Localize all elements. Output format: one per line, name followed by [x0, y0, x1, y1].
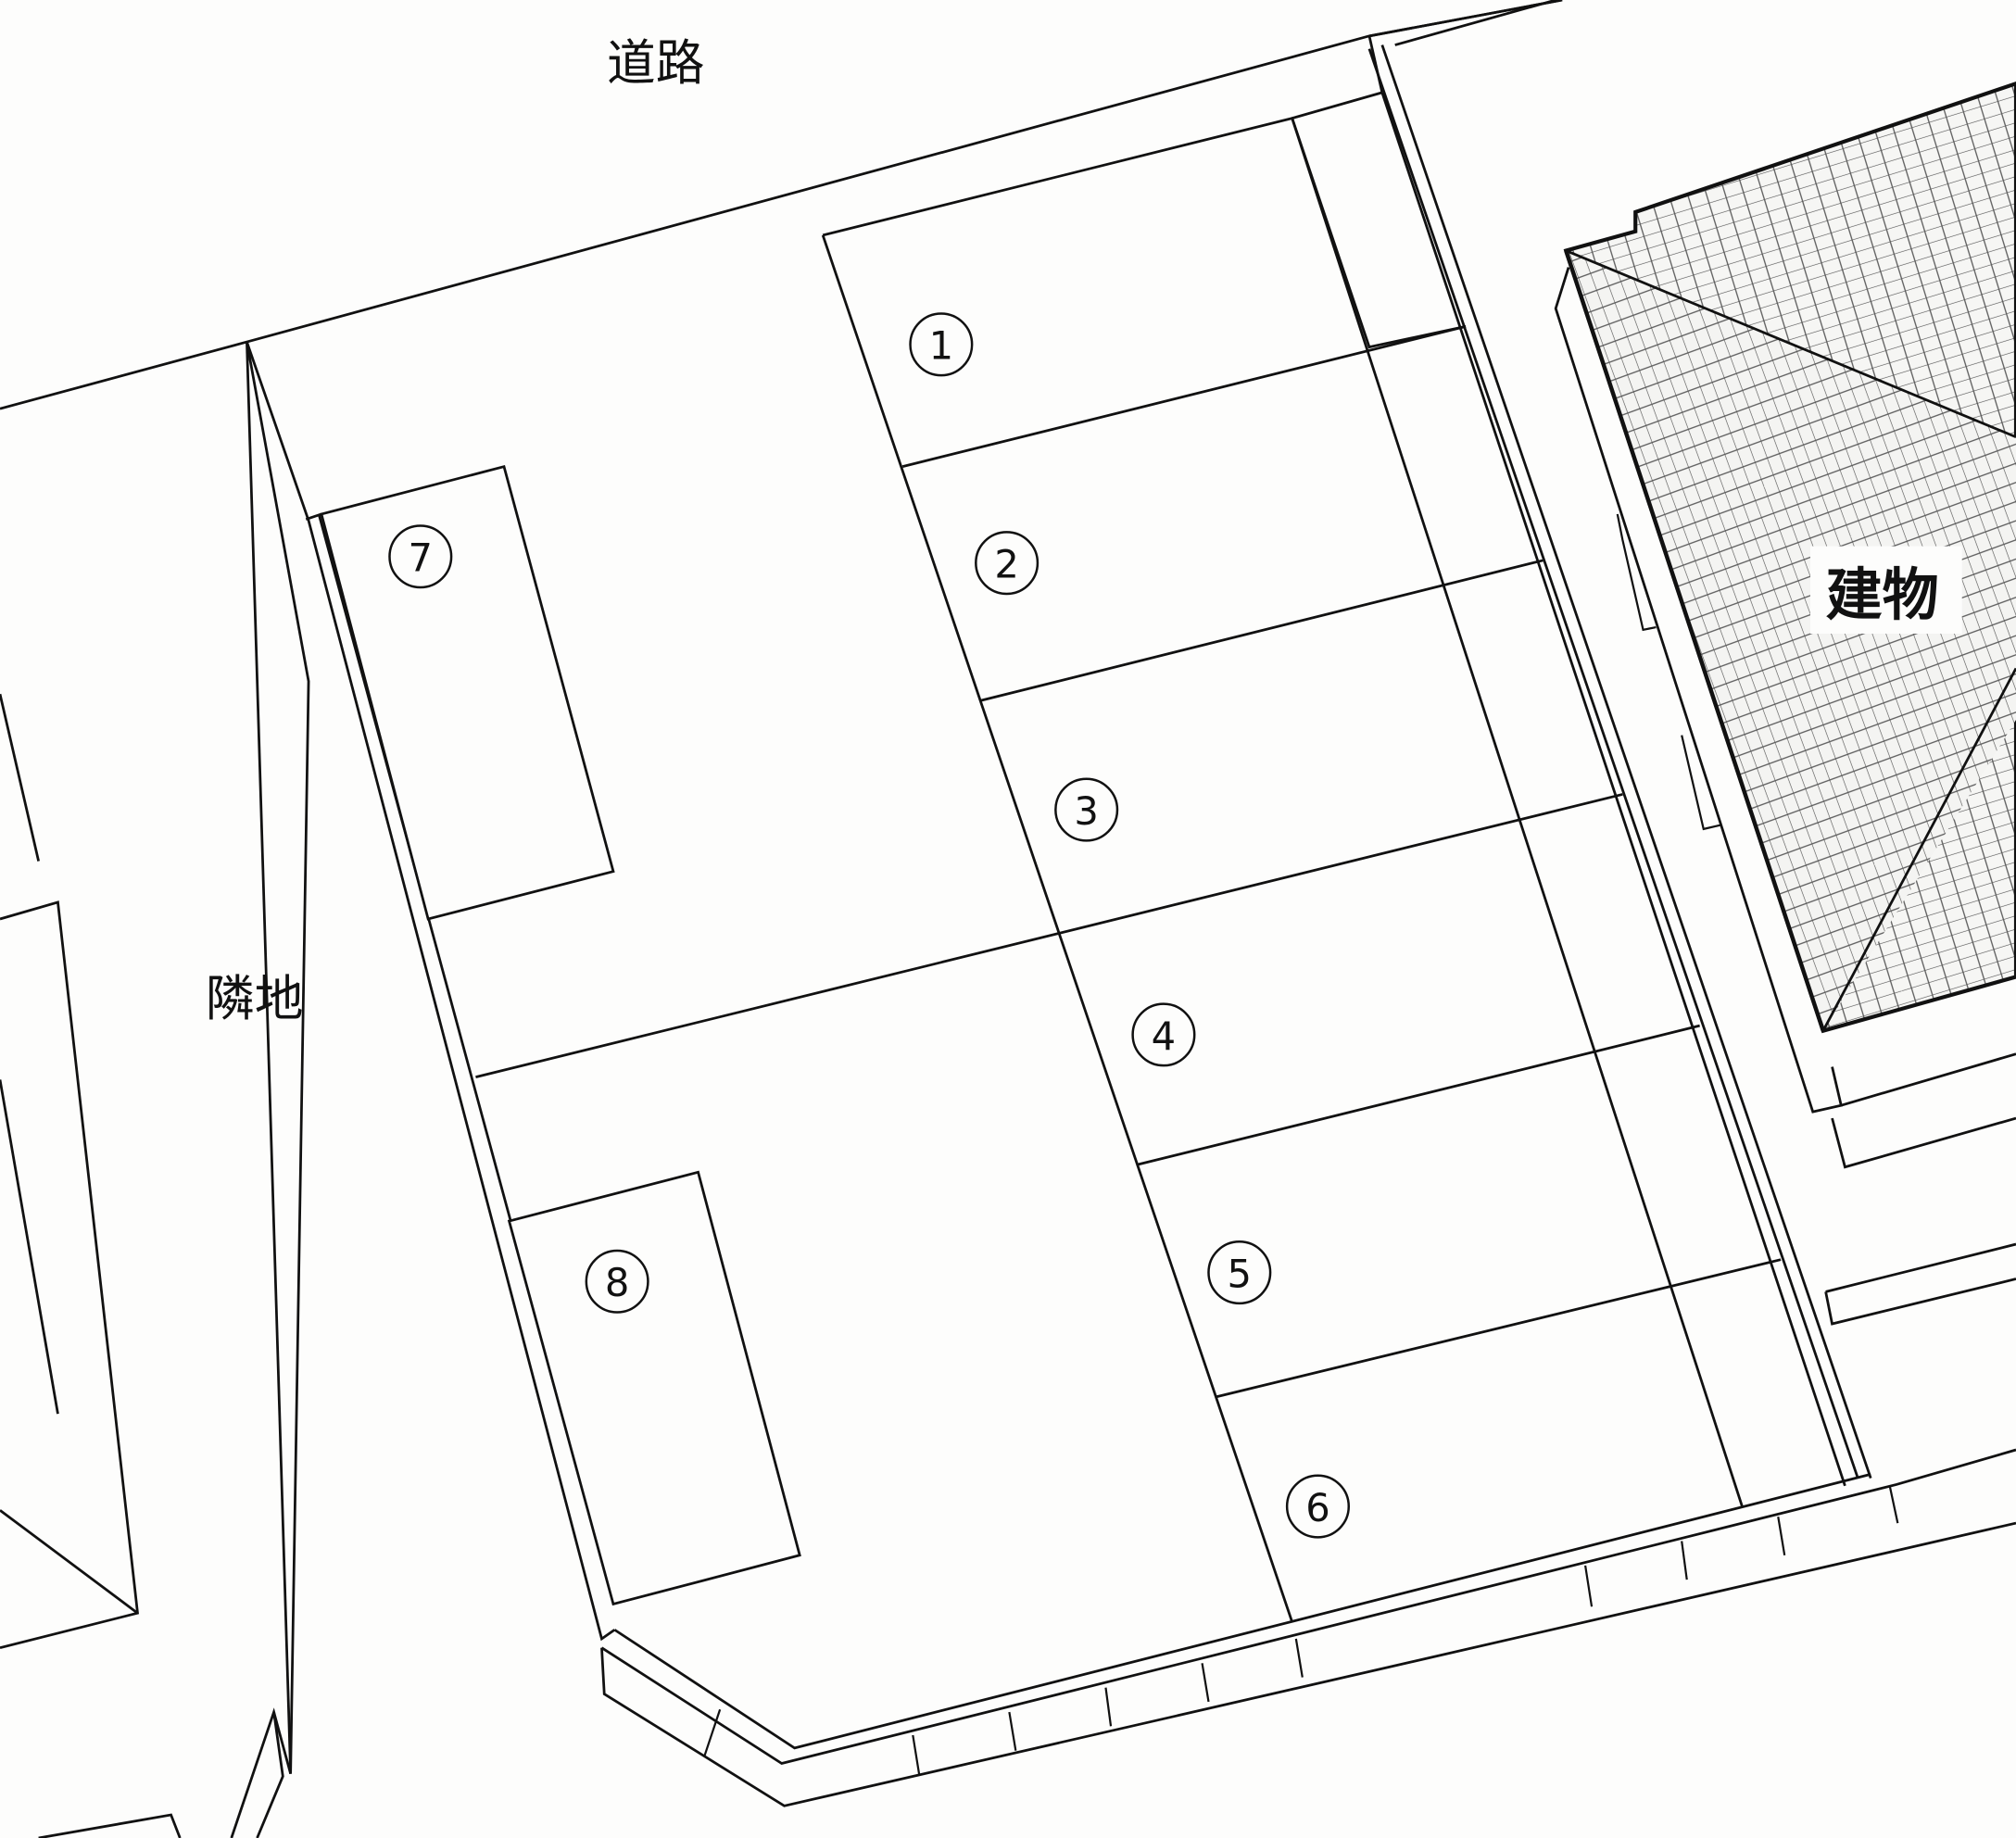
neighbor-land-outline [0, 341, 310, 1838]
space-marker-7: 7 [388, 524, 453, 589]
space-marker-4: 4 [1131, 1002, 1196, 1067]
parking-space-8[interactable] [507, 1170, 801, 1606]
building-label: 建物 [1826, 562, 1939, 628]
space-marker-2: 2 [975, 531, 1040, 596]
road-label: 道路 [607, 35, 704, 92]
svg-text:3: 3 [1074, 788, 1098, 834]
space-marker-1: 1 [909, 312, 974, 377]
neighbor-land-label: 隣地 [206, 971, 303, 1027]
svg-text:1: 1 [929, 323, 953, 369]
space-marker-5: 5 [1207, 1240, 1272, 1305]
space-marker-3: 3 [1054, 777, 1119, 842]
space-marker-6: 6 [1285, 1474, 1351, 1539]
svg-text:8: 8 [605, 1260, 629, 1305]
building-label-background [1809, 546, 1962, 634]
svg-text:7: 7 [409, 535, 433, 581]
svg-text:6: 6 [1305, 1485, 1329, 1530]
building [1554, 81, 2016, 1326]
svg-text:4: 4 [1152, 1013, 1176, 1059]
space-marker-8: 8 [585, 1249, 649, 1314]
lot-boundary [246, 0, 2016, 1807]
svg-text:5: 5 [1228, 1251, 1252, 1296]
parking-grid [475, 116, 1782, 1623]
svg-text:2: 2 [994, 542, 1018, 587]
parking-space-7[interactable] [305, 464, 615, 921]
